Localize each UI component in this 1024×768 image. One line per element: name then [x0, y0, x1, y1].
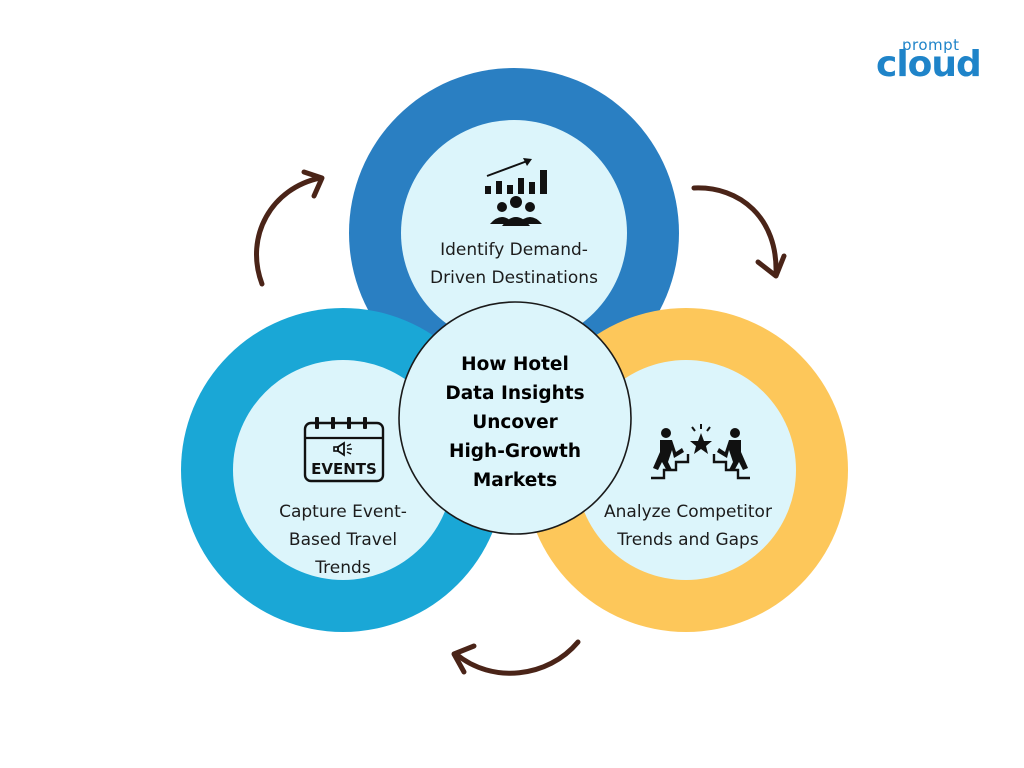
right-node-label: Analyze Competitor Trends and Gaps [588, 498, 788, 554]
demand-growth-people-icon [485, 158, 547, 226]
center-title-line: How Hotel [461, 354, 569, 375]
left-node-label: Capture Event- Based Travel Trends [258, 498, 428, 582]
events-icon-text: EVENTS [311, 460, 377, 478]
arrow-bottom [451, 639, 581, 676]
events-calendar-icon: EVENTS [303, 417, 385, 483]
left-node-label-line: Capture Event- [279, 502, 407, 522]
arrow-left-up [254, 169, 325, 287]
logo-cloud-text: cloud [876, 44, 982, 85]
center-disc [398, 301, 632, 535]
top-node-label-line: Identify Demand- [440, 240, 588, 260]
right-node-label-line: Analyze Competitor [604, 502, 772, 522]
center-title-line: Markets [472, 470, 558, 491]
top-node-label: Identify Demand- Driven Destinations [404, 236, 624, 292]
right-node-label-line: Trends and Gaps [617, 530, 759, 550]
competitors-stairs-star-icon [651, 424, 750, 480]
promptcloud-logo: prompt cloud [868, 36, 982, 85]
left-node-label-line: Based Travel [288, 530, 398, 550]
arrow-top-right [691, 185, 787, 279]
logo-prompt-text: prompt [902, 36, 960, 54]
center-title-line: Uncover [472, 412, 558, 433]
top-node-label-line: Driven Destinations [430, 268, 598, 288]
center-title: How Hotel Data Insights Uncover High-Gro… [420, 350, 610, 495]
center-title-line: High-Growth [448, 441, 582, 462]
top-inner-disc [401, 120, 627, 346]
left-inner-disc [233, 360, 453, 580]
left-node-label-line: Trends [315, 558, 371, 578]
center-title-line: Data Insights [445, 383, 585, 404]
